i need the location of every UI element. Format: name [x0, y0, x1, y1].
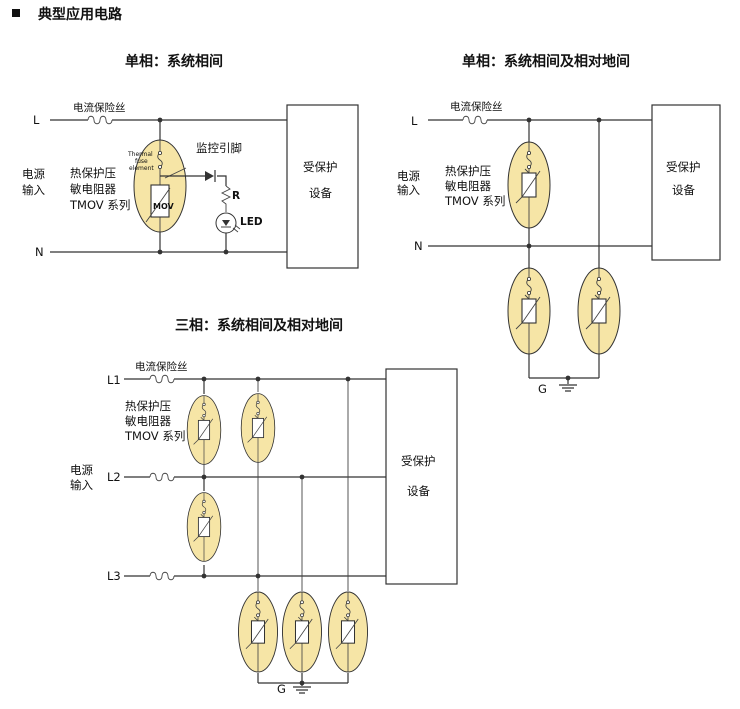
input-label: 电源: [22, 167, 45, 181]
protected-equipment-box: [651, 104, 721, 261]
monitor-pin-label: 监控引脚: [196, 141, 242, 155]
diagram-three-phase: 三相：系统相间及相对地间 受保护 设备 L1 L2 L3 电流保险丝 电源 输入…: [70, 317, 458, 696]
ground-icon: [292, 686, 312, 694]
tmov-device-icon: [507, 141, 551, 229]
led-label: LED: [240, 216, 263, 228]
tmov-device-icon: [237, 591, 279, 673]
diagram-single-phase-line: 单相：系统相间 受保护 设备 L N 电流保险丝 电源 输入 Thermal f…: [22, 53, 359, 269]
input-label: 输入: [397, 183, 420, 197]
diagram-title: 单相：系统相间及相对地间: [462, 53, 630, 70]
tmov-wiring: [203, 379, 349, 591]
device-label: TMOV 系列: [124, 429, 185, 443]
fuse-label: 电流保险丝: [135, 360, 188, 373]
equipment-label: 设备: [672, 183, 695, 197]
equipment-label: 设备: [309, 186, 332, 200]
equipment-label: 受保护: [401, 454, 436, 468]
device-label: TMOV 系列: [444, 194, 505, 208]
tmov-device-icon: [186, 492, 222, 562]
equipment-label: 受保护: [666, 160, 701, 174]
equipment-label: 设备: [407, 484, 430, 498]
resistor-label: R: [232, 190, 240, 202]
fuse-icon: [149, 571, 175, 581]
fuse-icon: [149, 472, 175, 482]
line-l3-label: L3: [107, 569, 121, 583]
diode-icon: [205, 170, 216, 182]
thermal-label: element: [129, 165, 154, 172]
monitor-wire: [160, 175, 227, 186]
line-l1-label: L1: [107, 373, 121, 387]
fuse-label: 电流保险丝: [73, 101, 126, 114]
diagram-title: 单相：系统相间: [125, 53, 223, 70]
fuse-icon: [149, 374, 175, 384]
tmov-with-monitor-icon: [133, 139, 187, 233]
device-label: 敏电阻器: [125, 414, 171, 428]
equipment-label: 受保护: [303, 160, 338, 174]
ground-label: G: [277, 682, 286, 696]
fuse-icon: [87, 115, 113, 125]
input-label: 电源: [70, 463, 93, 477]
tmov-device-icon: [186, 395, 222, 465]
input-label: 输入: [70, 478, 93, 492]
device-label: TMOV 系列: [69, 198, 130, 212]
protected-equipment-box: [385, 368, 458, 585]
tmov-device-icon: [507, 267, 551, 355]
device-label: 热保护压: [70, 166, 116, 180]
ground-bus: [257, 673, 349, 686]
resistor-icon: [220, 185, 232, 212]
input-label: 电源: [397, 169, 420, 183]
led-icon: [215, 212, 241, 234]
tmov-device-icon: [327, 591, 369, 673]
line-l2-label: L2: [107, 470, 121, 484]
heading-bullet-icon: [12, 9, 20, 17]
ground-icon: [558, 384, 578, 392]
device-label: 敏电阻器: [445, 179, 491, 193]
mov-label: MOV: [153, 202, 175, 211]
input-label: 输入: [22, 183, 45, 197]
diagram-single-phase-ground: 单相：系统相间及相对地间 受保护 设备 L N 电流保险丝 电源 输入 热保护压…: [397, 53, 721, 396]
diagram-title: 三相：系统相间及相对地间: [175, 317, 343, 334]
device-label: 敏电阻器: [70, 182, 116, 196]
protected-equipment-box: [286, 104, 359, 269]
line-n-label: N: [35, 245, 44, 259]
page-heading: 典型应用电路: [38, 6, 123, 23]
thermal-label: fuse: [135, 158, 148, 165]
line-l-label: L: [411, 114, 418, 128]
line-n-label: N: [414, 239, 423, 253]
thermal-label: Thermal: [127, 151, 153, 158]
device-label: 热保护压: [125, 399, 171, 413]
tmov-device-icon: [577, 267, 621, 355]
tmov-device-icon: [240, 393, 276, 463]
tmov-device-icon: [281, 591, 323, 673]
ground-label: G: [538, 382, 547, 396]
fuse-label: 电流保险丝: [450, 100, 503, 113]
device-label: 热保护压: [445, 164, 491, 178]
fuse-icon: [462, 115, 488, 125]
line-l-label: L: [33, 113, 40, 127]
